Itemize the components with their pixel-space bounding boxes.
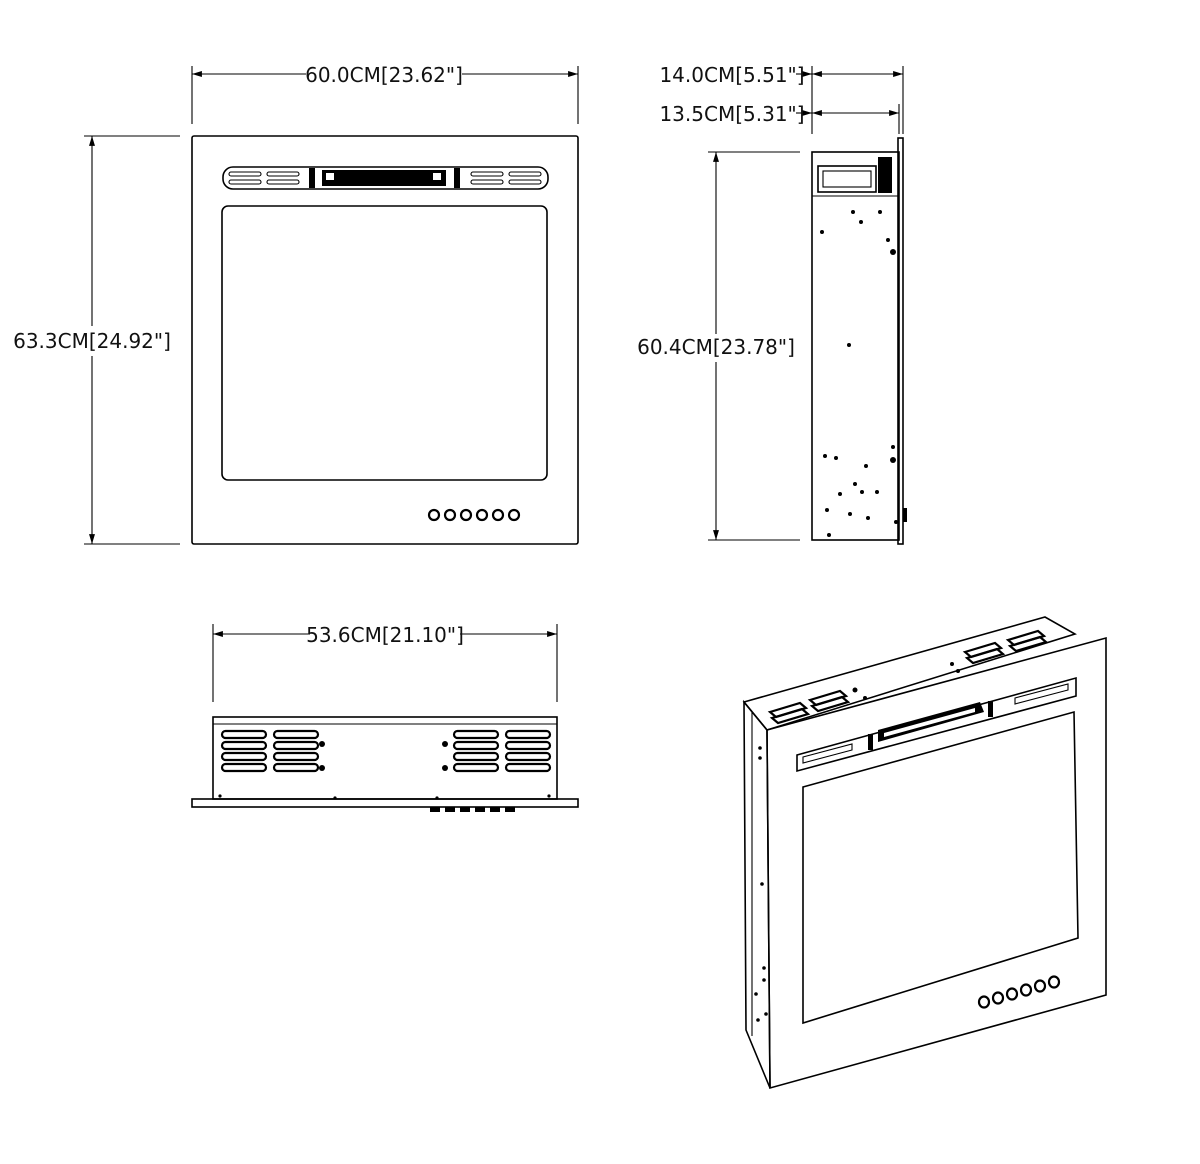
front-vent-bar	[222, 166, 549, 190]
side-front-flange	[897, 137, 904, 545]
isometric-view	[742, 616, 1107, 1090]
control-button	[475, 508, 489, 522]
front-control-buttons	[427, 508, 521, 522]
front-height-dimension: 63.3CM[24.92"]	[13, 135, 180, 545]
iso-top-vents	[767, 629, 1049, 725]
control-button	[1047, 975, 1061, 989]
top-screw-holes	[218, 741, 551, 800]
control-button	[1033, 979, 1047, 993]
front-width-dimension: 60.0CM[23.62"]	[191, 63, 579, 124]
side-height-dimension: 60.4CM[23.78"]	[637, 151, 800, 541]
front-frame	[191, 135, 579, 545]
side-vent-opening	[817, 165, 877, 193]
top-width-label: 53.6CM[21.10"]	[306, 623, 464, 647]
iso-control-buttons	[977, 975, 1061, 1009]
front-width-label: 60.0CM[23.62"]	[305, 63, 463, 87]
iso-screen	[802, 710, 1079, 1025]
side-view: 14.0CM[5.51"] 13.5CM[5.31"] 60.4CM[23.78…	[637, 63, 907, 545]
control-button	[977, 995, 991, 1009]
iso-front-vent-bar	[796, 676, 1077, 773]
top-vents	[220, 729, 552, 773]
side-depth-inner-label: 13.5CM[5.31"]	[659, 102, 804, 126]
side-height-label: 60.4CM[23.78"]	[637, 335, 795, 359]
iso-side-screw-holes	[754, 746, 768, 1022]
front-height-label: 63.3CM[24.92"]	[13, 329, 171, 353]
side-depth-dimension: 14.0CM[5.51"] 13.5CM[5.31"]	[659, 63, 904, 134]
control-button	[1005, 987, 1019, 1001]
side-screw-holes	[820, 210, 898, 537]
top-view: 53.6CM[21.10"]	[191, 623, 579, 812]
top-width-dimension: 53.6CM[21.10"]	[212, 623, 558, 702]
side-body	[811, 151, 900, 541]
control-button	[1019, 983, 1033, 997]
top-buttons	[430, 807, 515, 812]
control-button	[991, 991, 1005, 1005]
top-front-flange	[191, 798, 579, 808]
control-button	[443, 508, 457, 522]
iso-front-face	[766, 636, 1107, 1090]
iso-side-face	[743, 699, 771, 1089]
front-view: 60.0CM[23.62"] 63.3CM[24.92"]	[13, 63, 579, 545]
front-screen	[221, 205, 548, 481]
control-button	[459, 508, 473, 522]
side-depth-outer-label: 14.0CM[5.51"]	[659, 63, 804, 87]
control-button	[427, 508, 441, 522]
control-button	[507, 508, 521, 522]
control-button	[491, 508, 505, 522]
